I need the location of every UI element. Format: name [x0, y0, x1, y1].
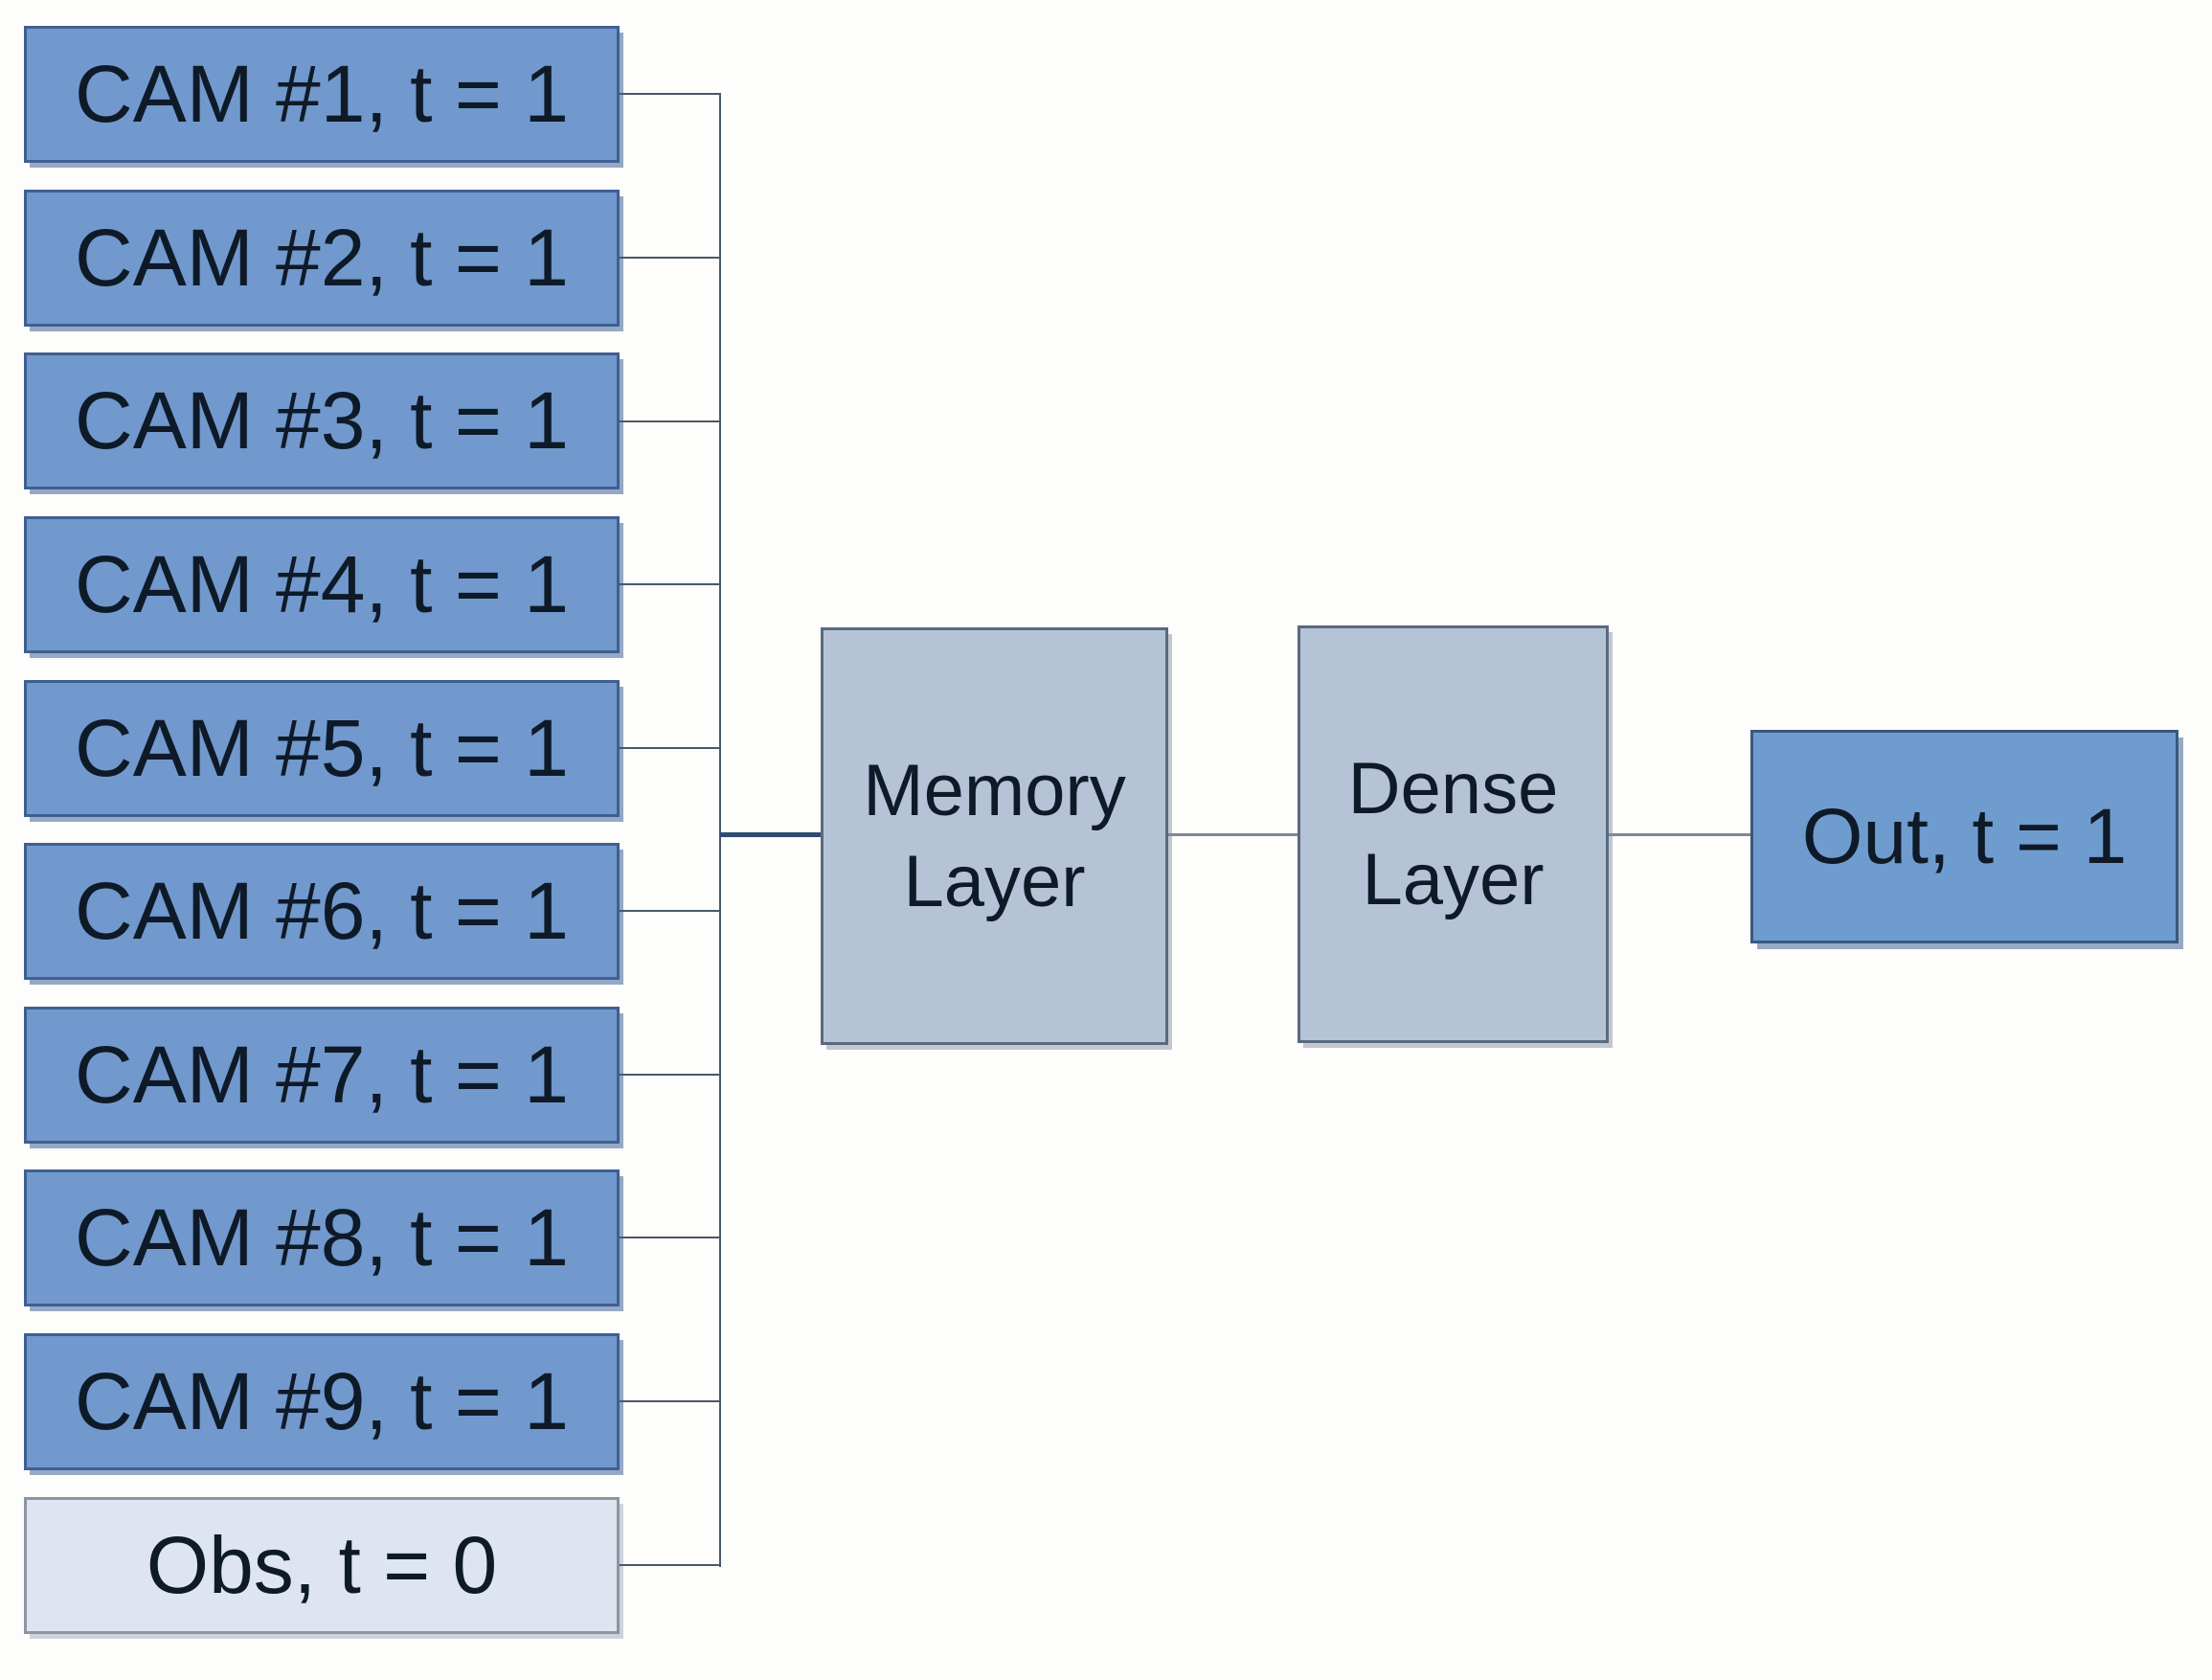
node-obs-label: Obs, t = 0: [146, 1520, 498, 1610]
dense-to-out-connector: [1609, 833, 1750, 836]
connector-cam-1-bus: [620, 93, 720, 95]
node-cam-5: CAM #5, t = 1: [24, 680, 620, 817]
node-obs: Obs, t = 0: [24, 1497, 620, 1634]
node-cam-8-label: CAM #8, t = 1: [75, 1192, 569, 1283]
input-bus-line: [719, 93, 721, 1567]
node-cam-9-label: CAM #9, t = 1: [75, 1356, 569, 1446]
node-cam-3-label: CAM #3, t = 1: [75, 375, 569, 465]
connector-cam-4-bus: [620, 583, 720, 585]
dense-layer-label: Dense Layer: [1347, 748, 1559, 920]
node-cam-1: CAM #1, t = 1: [24, 26, 620, 163]
connector-cam-3-bus: [620, 420, 720, 422]
bus-to-memory-connector: [720, 832, 821, 837]
node-out-label: Out, t = 1: [1801, 792, 2128, 880]
node-cam-3: CAM #3, t = 1: [24, 352, 620, 489]
memory-layer-label: Memory Layer: [863, 750, 1126, 922]
node-cam-2: CAM #2, t = 1: [24, 190, 620, 327]
connector-cam-8-bus: [620, 1237, 720, 1238]
connector-obs-bus: [620, 1564, 720, 1566]
node-dense-layer: Dense Layer: [1298, 625, 1609, 1043]
connector-cam-5-bus: [620, 747, 720, 749]
node-cam-7-label: CAM #7, t = 1: [75, 1030, 569, 1120]
node-cam-4: CAM #4, t = 1: [24, 516, 620, 653]
memory-to-dense-connector: [1168, 833, 1298, 836]
connector-cam-2-bus: [620, 257, 720, 259]
connector-cam-6-bus: [620, 910, 720, 912]
node-cam-6-label: CAM #6, t = 1: [75, 866, 569, 956]
node-cam-4-label: CAM #4, t = 1: [75, 539, 569, 629]
node-cam-5-label: CAM #5, t = 1: [75, 703, 569, 793]
node-cam-2-label: CAM #2, t = 1: [75, 213, 569, 303]
connector-cam-7-bus: [620, 1074, 720, 1076]
node-out: Out, t = 1: [1750, 730, 2178, 943]
node-cam-6: CAM #6, t = 1: [24, 843, 620, 980]
node-cam-8: CAM #8, t = 1: [24, 1169, 620, 1306]
node-memory-layer: Memory Layer: [821, 627, 1168, 1045]
node-cam-1-label: CAM #1, t = 1: [75, 49, 569, 139]
node-cam-7: CAM #7, t = 1: [24, 1007, 620, 1144]
node-cam-9: CAM #9, t = 1: [24, 1333, 620, 1470]
connector-cam-9-bus: [620, 1400, 720, 1402]
